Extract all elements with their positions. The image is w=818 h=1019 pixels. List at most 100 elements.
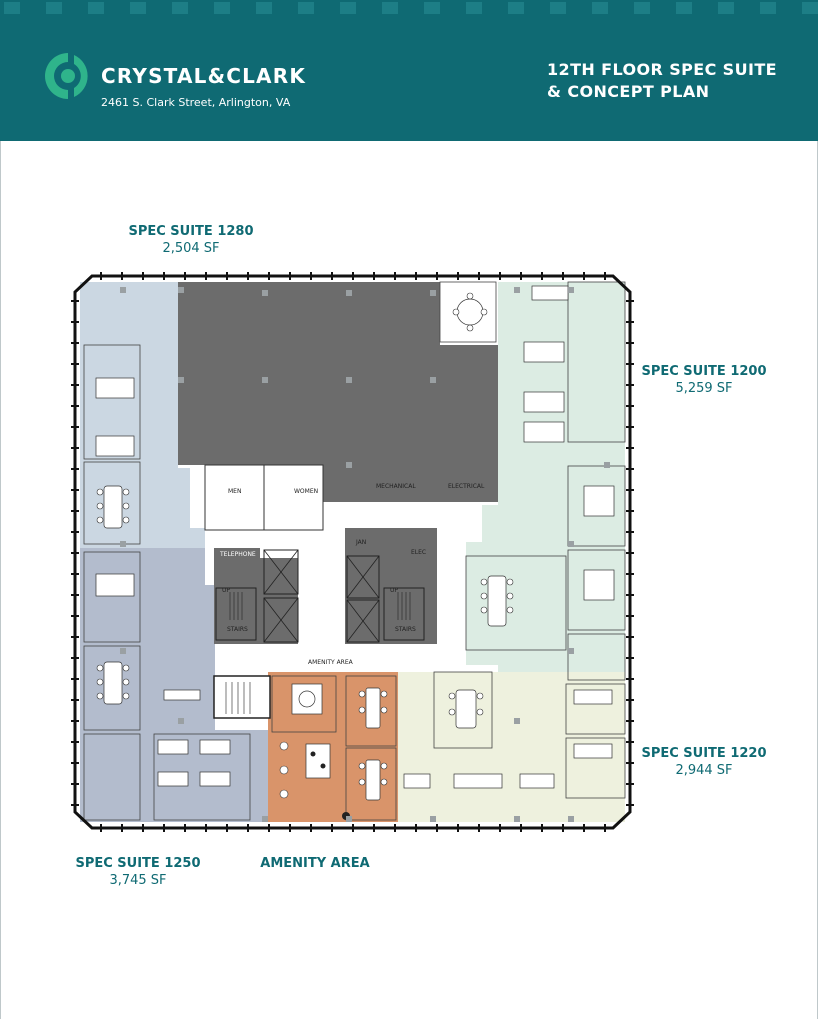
suite-1200-label: SPEC SUITE 1200 5,259 SF <box>634 364 774 396</box>
window-mullion <box>71 615 79 617</box>
room-label-women: WOMEN <box>294 488 318 495</box>
window-mullion <box>71 762 79 764</box>
window-mullion <box>100 272 102 280</box>
window-mullion <box>71 678 79 680</box>
window-mullion <box>583 272 585 280</box>
window-mullion <box>415 824 417 832</box>
header-dot <box>718 2 734 14</box>
window-mullion <box>562 272 564 280</box>
header-dot <box>382 2 398 14</box>
header-dot <box>88 2 104 14</box>
chairs <box>96 292 514 786</box>
window-mullion <box>71 384 79 386</box>
header-banner: CRYSTAL&CLARK 2461 S. Clark Street, Arli… <box>0 0 818 141</box>
window-mullion <box>562 824 564 832</box>
window-mullion <box>71 300 79 302</box>
window-mullion <box>71 342 79 344</box>
suite-1250-name: SPEC SUITE 1250 <box>75 856 201 871</box>
stair-west <box>215 587 257 641</box>
stair-east <box>383 587 425 641</box>
window-mullion <box>604 824 606 832</box>
window-mullion <box>163 824 165 832</box>
window-mullion <box>205 272 207 280</box>
window-mullion <box>268 272 270 280</box>
header-dot <box>802 2 818 14</box>
window-mullion <box>184 272 186 280</box>
header-dot <box>550 2 566 14</box>
window-mullion <box>71 657 79 659</box>
window-mullion <box>71 405 79 407</box>
window-mullion <box>71 720 79 722</box>
window-mullion <box>626 468 634 470</box>
suite-1280-size: 2,504 SF <box>162 241 220 256</box>
window-mullion <box>71 804 79 806</box>
window-mullion <box>71 552 79 554</box>
window-mullion <box>478 272 480 280</box>
window-mullion <box>626 321 634 323</box>
header-dot-pattern <box>0 0 818 14</box>
structural-columns <box>120 287 610 822</box>
room-label-stairs-east: STAIRS <box>395 626 416 633</box>
window-mullion <box>331 824 333 832</box>
suite-1220-name: SPEC SUITE 1220 <box>641 746 767 761</box>
window-mullion <box>142 272 144 280</box>
window-mullion <box>71 699 79 701</box>
suite-1220-size: 2,944 SF <box>675 763 733 778</box>
window-mullion <box>626 426 634 428</box>
window-mullion <box>478 824 480 832</box>
window-mullion <box>394 824 396 832</box>
window-mullion <box>226 272 228 280</box>
suite-1280-name: SPEC SUITE 1280 <box>128 224 254 239</box>
suite-1250-size: 3,745 SF <box>109 873 167 888</box>
room-label-amenity-area: AMENITY AREA <box>308 659 354 666</box>
interior-walls <box>83 281 626 821</box>
window-mullion <box>626 783 634 785</box>
page-title-line-2: & CONCEPT PLAN <box>547 82 710 101</box>
window-mullion <box>436 824 438 832</box>
window-mullion <box>289 824 291 832</box>
window-mullion <box>310 272 312 280</box>
header-dot <box>46 2 62 14</box>
window-mullion <box>626 363 634 365</box>
window-mullion <box>205 824 207 832</box>
window-mullion <box>71 783 79 785</box>
window-mullion <box>626 342 634 344</box>
window-mullion <box>394 272 396 280</box>
window-mullion <box>352 272 354 280</box>
furniture <box>95 285 615 801</box>
stair-south <box>213 675 271 719</box>
window-mullion <box>71 636 79 638</box>
suite-1250-label: SPEC SUITE 1250 3,745 SF <box>68 856 208 888</box>
window-mullion <box>626 447 634 449</box>
header-dot <box>214 2 230 14</box>
header-dot <box>4 2 20 14</box>
window-mullion <box>142 824 144 832</box>
window-mullion <box>71 594 79 596</box>
window-mullion <box>626 594 634 596</box>
window-mullion <box>373 824 375 832</box>
room-label-elec: ELEC <box>411 549 426 556</box>
window-mullion <box>310 824 312 832</box>
header-dot <box>466 2 482 14</box>
window-mullion <box>520 272 522 280</box>
window-mullion <box>626 531 634 533</box>
header-dot <box>424 2 440 14</box>
amenity-area-name: AMENITY AREA <box>260 856 370 871</box>
window-mullion <box>71 426 79 428</box>
window-mullion <box>121 272 123 280</box>
window-mullion <box>541 824 543 832</box>
window-mullion <box>415 272 417 280</box>
window-mullion <box>247 272 249 280</box>
window-mullion <box>100 824 102 832</box>
window-mullion <box>626 657 634 659</box>
window-mullion <box>541 272 543 280</box>
suite-1280-label: SPEC SUITE 1280 2,504 SF <box>121 224 261 256</box>
window-mullion <box>163 272 165 280</box>
window-mullion <box>499 272 501 280</box>
window-mullion <box>457 824 459 832</box>
window-mullion <box>226 824 228 832</box>
window-mullion <box>626 300 634 302</box>
window-mullion <box>373 272 375 280</box>
stair-up-east: UP <box>390 587 398 594</box>
